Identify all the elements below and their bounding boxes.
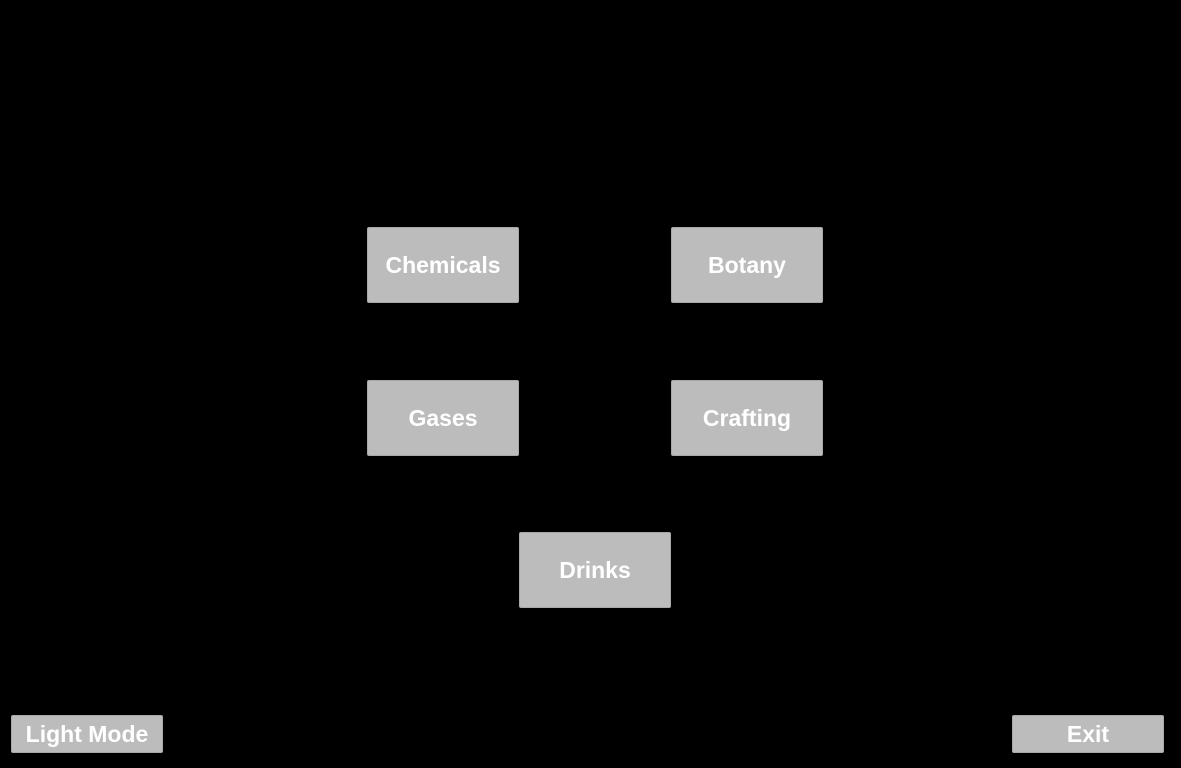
gases-button[interactable]: Gases	[367, 380, 519, 456]
botany-button[interactable]: Botany	[671, 227, 823, 303]
chemicals-button[interactable]: Chemicals	[367, 227, 519, 303]
crafting-button[interactable]: Crafting	[671, 380, 823, 456]
light-mode-button[interactable]: Light Mode	[11, 715, 163, 753]
exit-button[interactable]: Exit	[1012, 715, 1164, 753]
drinks-button[interactable]: Drinks	[519, 532, 671, 608]
